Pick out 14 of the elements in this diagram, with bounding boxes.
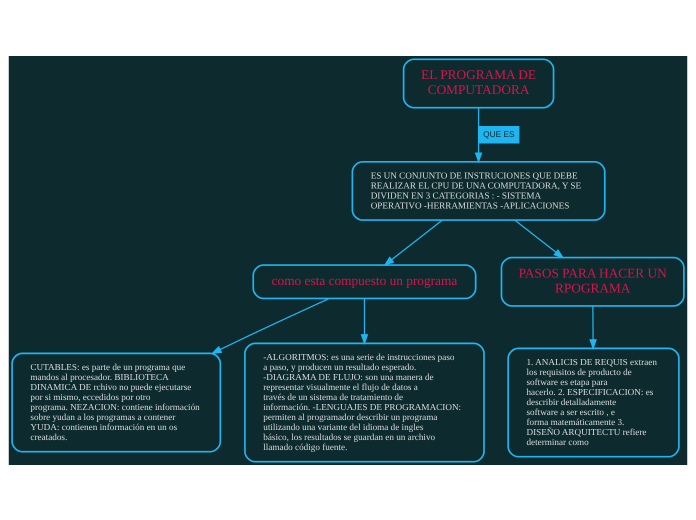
node-box: CUTABLES: es parte de un programa que mandos al procesador. BIBLIOTECA DINAMICA DE rchivo no puede ejecutarse por si mismo, eccedidos por otro programa. NEZACION: contiene información sobre yudan a los programas a contener YUDA: contienen información en un os creatados. [11,352,222,452]
arrow [383,219,443,266]
edge-label: QUE ES [483,128,515,139]
arrow [589,306,597,350]
node-box: EL PROGRAMA DE COMPUTADORA [402,58,554,108]
node-box: -ALGORITMOS: es una serie de instrucciones paso a paso, y producen un resultado esperado. -DIAGRAMA DE FLUJO: son una manera de representar visualmente el flujo de datos a través de un sistema de tratamiento de información. -LENGUAJES DE PROGRAMACION: permiten al programador describir un programa utilizando una variante del idioma de ingles básico, los resultados se guardan en un archivo llamado código fuente. [244,342,485,462]
node-box: PASOS PARA HACER UN RPOGRAMA [500,256,685,306]
arrow [210,297,330,354]
arrow [360,298,368,344]
node-box: ES UN CONJUNTO DE INSTRUCIONES QUE DEBE REALIZAR EL CPU DE UNA COMPUTADORA, Y SE DIVIDEN EN 3 CATEGORIAS : - SISTEMA OPERATIVO -HERRAMIENTAS -APLICACIONES [352,160,606,220]
arrow [474,107,482,163]
arrow [514,219,564,258]
node-box: como esta compuesto un programa [252,264,476,299]
node-box: 1. ANALICIS DE REQUIS extraen los requisitos de producto de software es etapa para hacerlo. 2. ESPECIFICACION: es describir detalladamente software a ser escrito , e forma matemáticamente 3. DISEÑO ARQUITECTU refiere determinar como [507,347,680,457]
